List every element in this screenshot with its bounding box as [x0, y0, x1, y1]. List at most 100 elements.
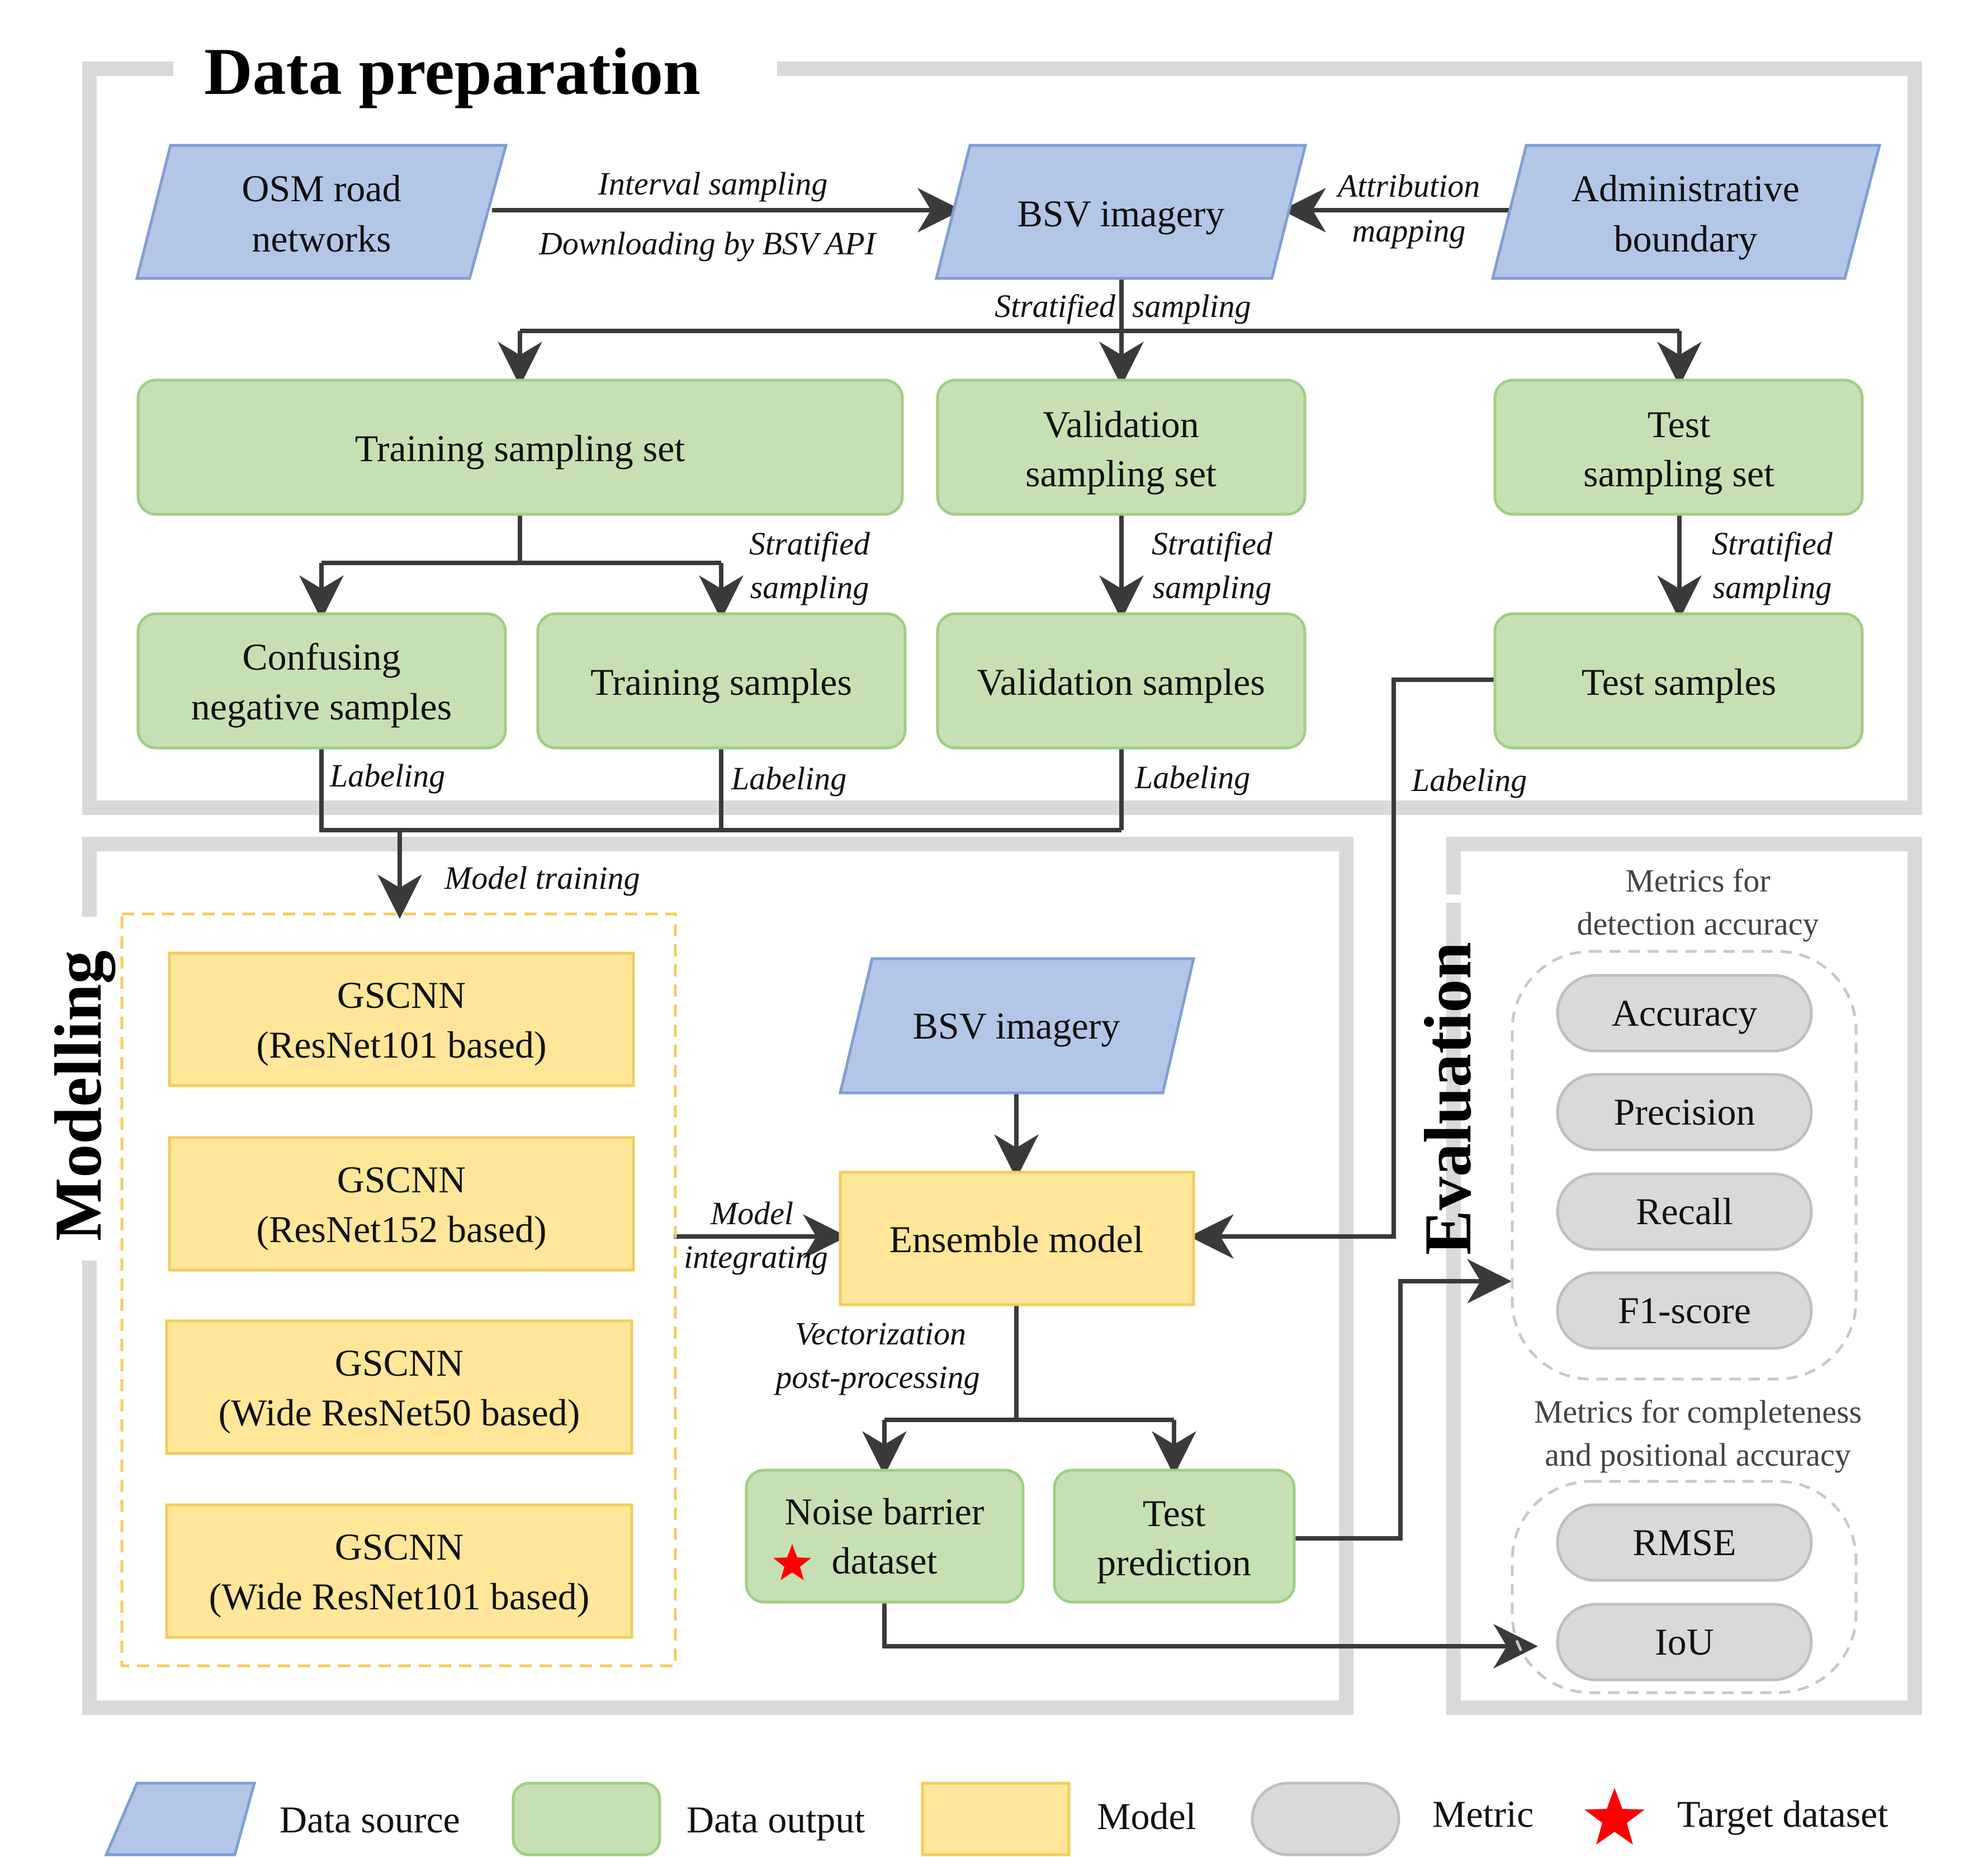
validation-sampling-set-line-2: sampling set	[1025, 452, 1217, 495]
detection-caption-line-2: detection accuracy	[1577, 906, 1819, 942]
label-stratified-1a: Stratified	[749, 525, 870, 562]
legend-data-output: Data output	[512, 1782, 865, 1856]
validation-sampling-set-node: Validation sampling set	[936, 378, 1307, 516]
completeness-metrics-group	[1511, 1480, 1858, 1694]
gscnn-resnet152-node: GSCNN (ResNet152 based)	[168, 1136, 635, 1272]
data-source-nodes: OSM road networks BSV imagery Administra…	[135, 144, 1882, 1095]
completeness-caption-line-2: and positional accuracy	[1545, 1437, 1851, 1473]
evaluation-frame: Evaluation	[1410, 837, 1922, 1715]
test-prediction-line-1: Test	[1143, 1492, 1205, 1534]
confusing-line-1: Confusing	[242, 636, 400, 678]
metric-rmse: RMSE	[1556, 1503, 1813, 1582]
legend-target-dataset-label: Target dataset	[1677, 1793, 1888, 1835]
osm-line-2: networks	[252, 217, 391, 260]
gscnn-resnet101-node: GSCNN (ResNet101 based)	[168, 951, 635, 1087]
model-group-dashed	[120, 912, 677, 1667]
label-post-processing: post-processing	[773, 1359, 979, 1395]
label-labeling-4: Labeling	[1411, 762, 1527, 798]
data-output-nodes: Training sampling set Validation samplin…	[136, 378, 1864, 1604]
legend-data-source-label: Data source	[280, 1798, 460, 1841]
legend-metric: Metric	[1251, 1782, 1533, 1856]
test-sampling-set-line-2: sampling set	[1583, 452, 1774, 495]
ensemble-line-1: Ensemble model	[889, 1218, 1143, 1261]
bsv-top-line-1: BSV imagery	[1017, 192, 1225, 235]
ensemble-model-node: Ensemble model	[839, 1171, 1195, 1306]
gscnn-152-line-1: GSCNN	[337, 1158, 466, 1201]
label-vectorization: Vectorization	[795, 1315, 966, 1352]
edge-prediction-to-detection	[1294, 1259, 1512, 1541]
validation-samples-node: Validation samples	[936, 612, 1307, 750]
detection-caption-line-1: Metrics for	[1625, 863, 1770, 899]
legend: Data source Data output Model Metric Tar…	[104, 1782, 1888, 1856]
target-star-icon	[773, 1544, 811, 1580]
validation-samples-line-1: Validation samples	[977, 661, 1265, 703]
test-sampling-set-line-1: Test	[1648, 403, 1710, 446]
label-model-training: Model training	[444, 860, 640, 896]
training-sampling-set-line-1: Training sampling set	[355, 427, 685, 470]
bsv-imagery-model-node: BSV imagery	[838, 957, 1196, 1095]
bsv-model-line-1: BSV imagery	[913, 1005, 1120, 1047]
metric-rmse-label: RMSE	[1632, 1521, 1736, 1564]
confusing-negative-samples-node: Confusing negative samples	[136, 612, 507, 750]
label-labeling-2: Labeling	[731, 760, 846, 797]
noise-barrier-dataset-node: Noise barrier dataset	[745, 1468, 1025, 1604]
edge-labels: Interval sampling Downloading by BSV API…	[329, 165, 1833, 1395]
administrative-boundary-node: Administrative boundary	[1490, 144, 1882, 280]
test-sampling-set-node: Test sampling set	[1493, 378, 1864, 516]
gscnn-152-line-2: (ResNet152 based)	[256, 1208, 546, 1250]
data-preparation-title: Data preparation	[204, 34, 700, 108]
label-attribution: Attribution	[1336, 168, 1480, 204]
detection-metrics-group	[1511, 950, 1858, 1381]
legend-data-source: Data source	[104, 1782, 460, 1856]
gscnn-w101-line-1: GSCNN	[335, 1526, 464, 1568]
edge-noise-to-completeness	[882, 1602, 1538, 1669]
edge-test-samples-to-ensemble	[1189, 678, 1497, 1259]
data-preparation-frame: Data preparation	[82, 34, 1922, 815]
gscnn-101-line-1: GSCNN	[337, 974, 466, 1016]
legend-metric-label: Metric	[1432, 1793, 1533, 1835]
modelling-frame: Modelling	[41, 837, 1353, 1715]
gscnn-wide-resnet101-node: GSCNN (Wide ResNet101 based)	[165, 1503, 633, 1639]
metric-iou: IoU	[1556, 1603, 1813, 1681]
metric-f1-score: F1-score	[1556, 1271, 1813, 1350]
label-interval-sampling: Interval sampling	[598, 165, 828, 202]
label-downloading: Downloading by BSV API	[538, 225, 877, 262]
label-stratified-1b: sampling	[750, 569, 869, 605]
metric-f1-label: F1-score	[1618, 1289, 1751, 1332]
admin-line-1: Administrative	[1572, 167, 1800, 210]
bsv-imagery-top-node: BSV imagery	[934, 144, 1308, 280]
training-sampling-set-node: Training sampling set	[136, 378, 904, 516]
metric-iou-label: IoU	[1655, 1621, 1714, 1663]
gscnn-101-line-2: (ResNet101 based)	[256, 1024, 546, 1066]
confusing-line-2: negative samples	[191, 685, 452, 728]
label-stratified-top-2: sampling	[1132, 288, 1251, 324]
label-stratified-3a: Stratified	[1712, 525, 1833, 562]
label-model-integrating-1: Model	[710, 1195, 793, 1231]
modelling-title: Modelling	[41, 950, 116, 1241]
metric-accuracy-label: Accuracy	[1612, 992, 1757, 1034]
noise-barrier-line-2: dataset	[832, 1539, 938, 1582]
test-prediction-line-2: prediction	[1097, 1541, 1251, 1584]
noise-barrier-line-1: Noise barrier	[785, 1490, 984, 1533]
edge-confusing-down	[319, 748, 1121, 832]
gscnn-w101-line-2: (Wide ResNet101 based)	[209, 1575, 590, 1618]
legend-model-label: Model	[1097, 1795, 1196, 1837]
legend-metric-swatch	[1251, 1782, 1400, 1856]
legend-model: Model	[921, 1782, 1196, 1856]
training-samples-node: Training samples	[536, 612, 907, 750]
label-labeling-3: Labeling	[1134, 759, 1250, 795]
label-stratified-top-1: Stratified	[995, 288, 1116, 324]
label-model-integrating-2: integrating	[684, 1239, 828, 1275]
completeness-caption-line-1: Metrics for completeness	[1534, 1394, 1862, 1430]
gscnn-wide-resnet50-node: GSCNN (Wide ResNet50 based)	[165, 1319, 633, 1455]
test-samples-line-1: Test samples	[1582, 661, 1776, 703]
metric-precision: Precision	[1556, 1073, 1813, 1152]
validation-sampling-set-line-1: Validation	[1043, 403, 1199, 446]
metric-accuracy: Accuracy	[1556, 974, 1813, 1053]
gscnn-w50-line-2: (Wide ResNet50 based)	[219, 1391, 580, 1434]
admin-line-2: boundary	[1614, 217, 1758, 260]
test-prediction-node: Test prediction	[1053, 1468, 1296, 1604]
osm-road-networks-node: OSM road networks	[135, 144, 508, 280]
legend-data-output-swatch	[512, 1782, 661, 1856]
